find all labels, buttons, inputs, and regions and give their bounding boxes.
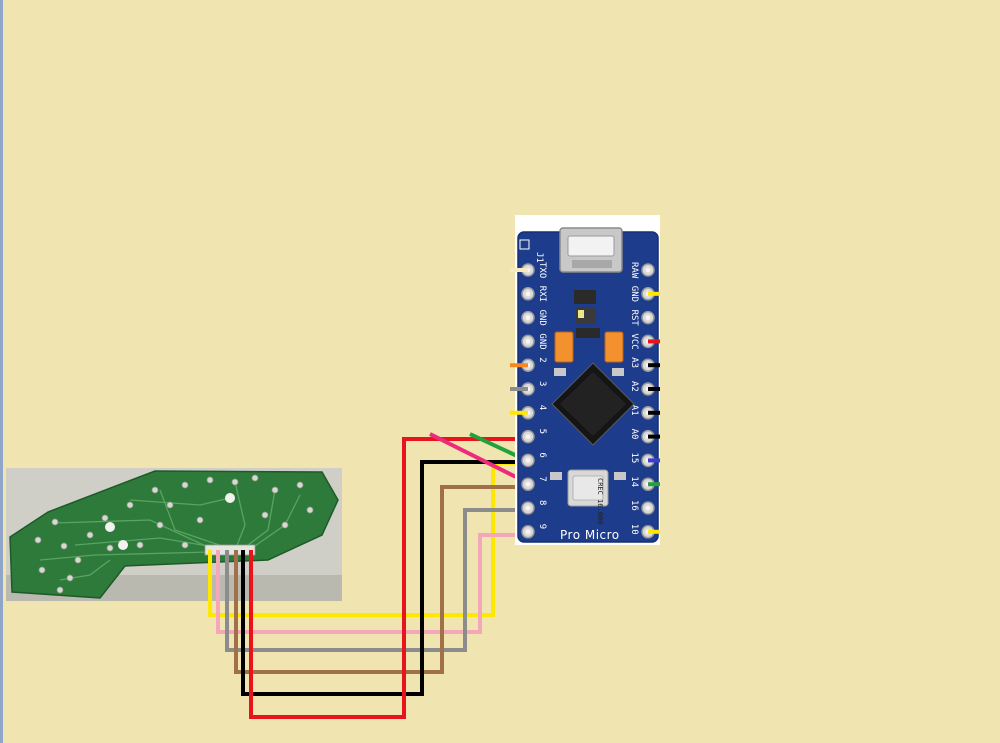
left-pin-hole <box>525 481 531 487</box>
capacitor-right <box>604 331 624 363</box>
right-pin-label: RAW <box>629 262 639 279</box>
left-pin-hole <box>525 291 531 297</box>
left-pin-label: 6 <box>537 452 547 457</box>
pcb-board <box>9 470 339 599</box>
left-pin-hole <box>525 505 531 511</box>
pro-micro-board: J1 TXO RXI GND GND 2 3 4 5 6 7 8 9 RAW GND RST VCC A3A2… <box>515 215 660 545</box>
window-left-border <box>0 0 3 743</box>
left-pin-label: 9 <box>537 524 547 529</box>
smd-part <box>614 472 626 480</box>
regulator-component <box>576 328 600 338</box>
smd-part <box>554 368 566 376</box>
right-pin-label: VCC <box>629 333 639 349</box>
left-pin-hole <box>525 457 531 463</box>
left-pin-label: 4 <box>537 405 547 410</box>
left-pin-hole <box>525 315 531 321</box>
left-pin-hole <box>525 434 531 440</box>
right-pin-label: A2 <box>629 381 639 392</box>
capacitor-left <box>554 331 574 363</box>
right-pin-label: A0 <box>629 429 639 440</box>
wire-magenta <box>429 432 531 486</box>
right-pin-hole <box>645 267 651 273</box>
pcb-solder-pads <box>34 474 314 594</box>
left-pin-label: RXI <box>537 286 547 302</box>
pcb-mounting-holes <box>105 493 235 550</box>
left-pin-label: 8 <box>537 500 547 505</box>
wire-pink <box>216 533 525 634</box>
left-pin-label: 5 <box>537 429 547 434</box>
right-pin-label: 14 <box>629 476 639 487</box>
pcb-connector-header <box>204 544 256 556</box>
smd-part <box>612 368 624 376</box>
left-pin-hole <box>525 529 531 535</box>
left-pin-label: 3 <box>537 381 547 386</box>
right-pin-label: RST <box>629 310 639 327</box>
left-pin-hole <box>525 338 531 344</box>
smd-part <box>550 472 562 480</box>
left-pin-label: 7 <box>537 476 547 481</box>
crystal-label: CREC 16.000 <box>596 478 604 524</box>
right-pin-hole <box>645 505 651 511</box>
right-pin-label: A1 <box>629 405 639 416</box>
board-brand-label: Pro Micro <box>560 528 620 542</box>
corner-marker <box>519 239 530 250</box>
left-pin-label: 2 <box>537 357 547 362</box>
right-pin-label: 16 <box>629 500 639 511</box>
right-pin-label: 10 <box>629 524 639 535</box>
led-light <box>578 310 584 318</box>
wire-black <box>241 460 525 696</box>
microcontroller-chip-icon <box>551 362 635 446</box>
wire-brown <box>234 485 525 674</box>
right-pin-label: GND <box>629 286 639 302</box>
wires <box>208 432 531 719</box>
right-pin-hole <box>645 315 651 321</box>
sensor-pcb <box>6 468 342 601</box>
corner-mark-label: J1 <box>534 252 544 263</box>
right-pin-label: A3 <box>629 357 639 368</box>
resistor-array <box>574 290 596 304</box>
wire-gray <box>225 508 525 652</box>
pcb-traces <box>39 481 301 581</box>
left-pin-label: GND <box>537 333 547 349</box>
right-pin-label: 15 <box>629 452 639 463</box>
crystal-oscillator-icon <box>567 469 609 507</box>
left-pin-label: GND <box>537 310 547 326</box>
usb-connector-icon <box>559 227 623 273</box>
pin-stub-wires <box>510 268 660 534</box>
left-pin-label: TXO <box>537 262 547 278</box>
